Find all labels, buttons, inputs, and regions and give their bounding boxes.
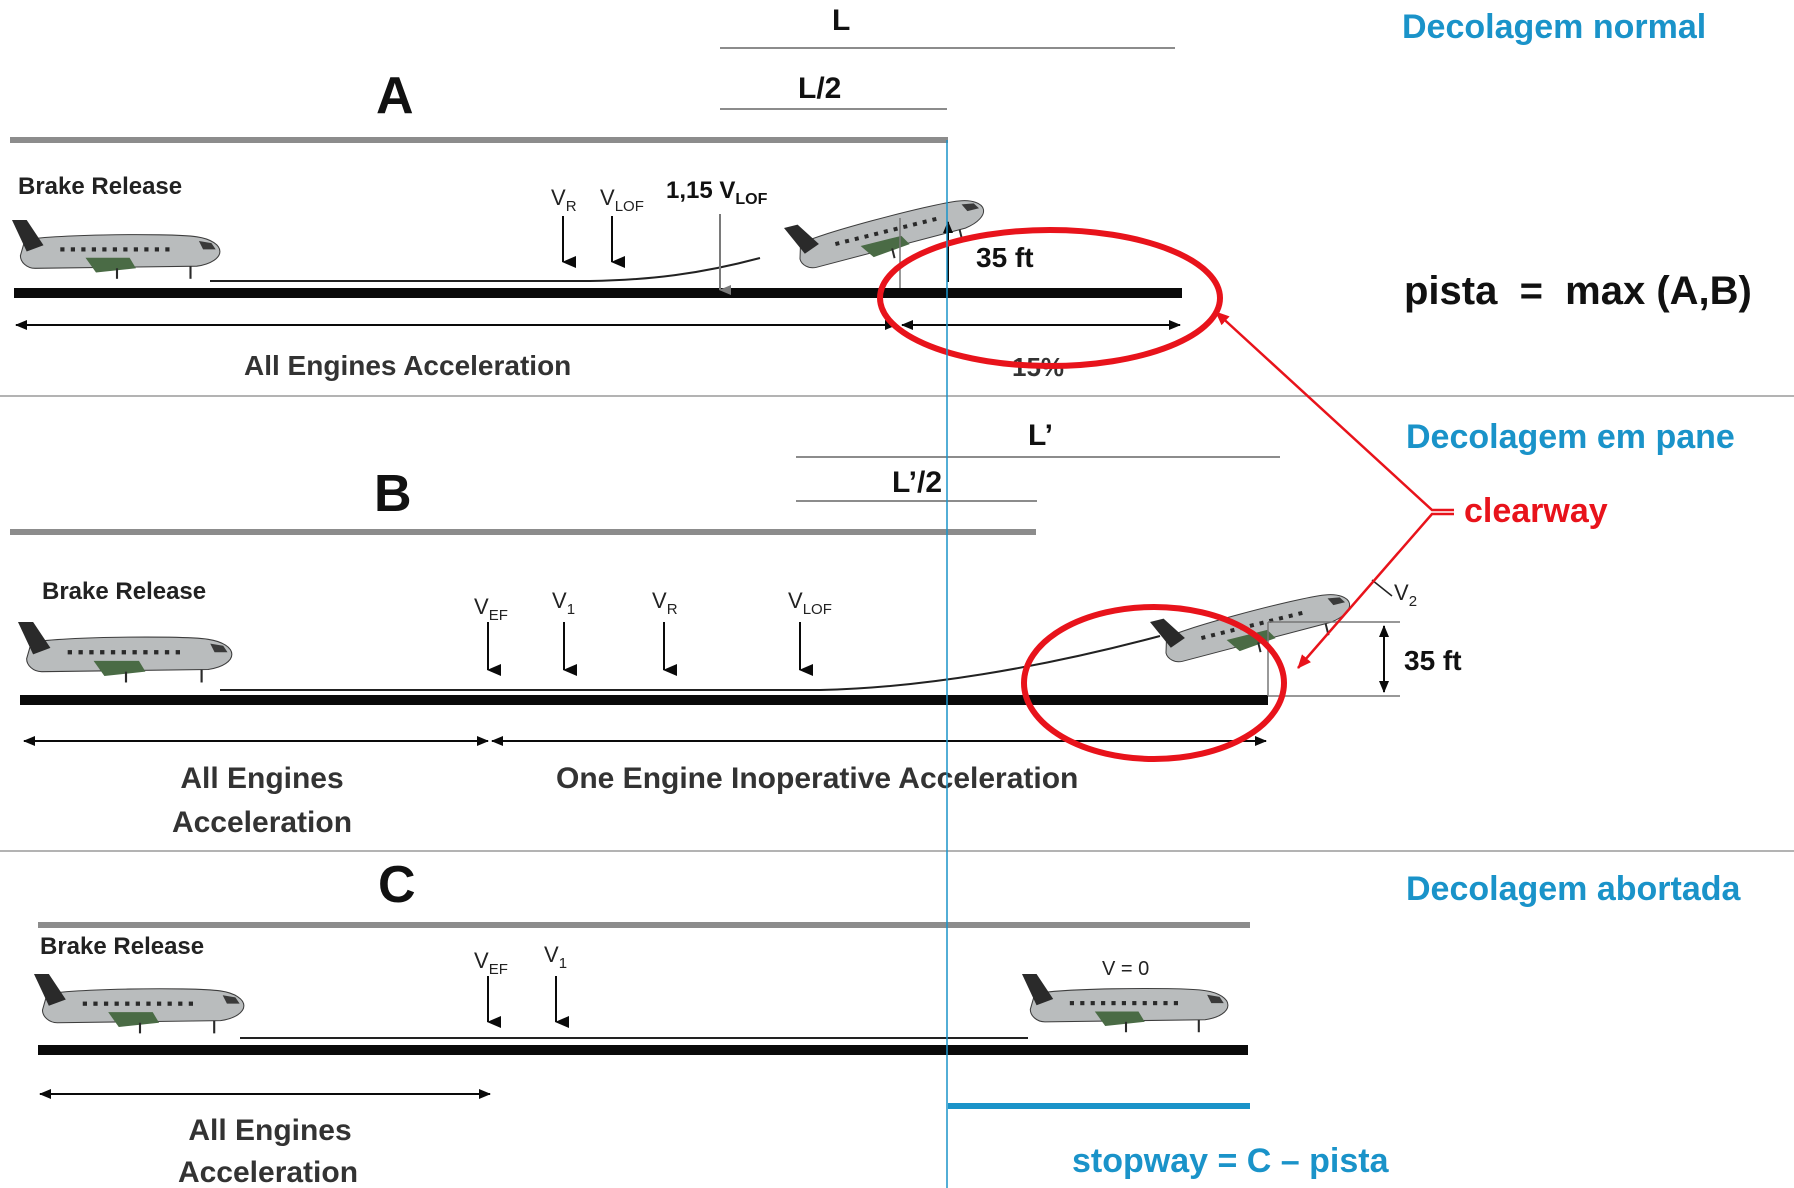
panel-a-letter: A [376,67,414,125]
b-liftoff-path [819,635,1161,691]
a-vr-label: VR [551,185,577,215]
legend: Decolagem normal pista = max (A,B) Decol… [1215,8,1752,908]
c-vef-label: VEF [474,948,508,978]
b-v2-leader [1371,579,1393,597]
b-v2-label: V2 [1394,580,1417,610]
b-brake-release-label: Brake Release [42,578,206,605]
panel-a: L L/2 A Brake Release VR VLOF 1,15 VLOF … [10,4,1223,382]
legend-normal-takeoff: Decolagem normal [1402,8,1706,46]
b-aircraft-climb-icon [1149,573,1357,678]
b-aircraft-start-icon [16,620,233,684]
a-clearway-ellipse [877,227,1223,369]
c-accel-label-line1: All Engines [188,1114,351,1147]
b-half-length-label: L’/2 [892,466,942,499]
panel-c: C Brake Release VEF V1 V = 0 All Engines… [32,856,1390,1188]
a-length-label: L [832,4,850,37]
stopway-label: stopway = C – pista [1072,1142,1390,1180]
clearway-label: clearway [1464,492,1608,530]
c-brake-release-label: Brake Release [40,933,204,960]
a-half-length-label: L/2 [798,72,841,105]
legend-aborted-takeoff: Decolagem abortada [1406,870,1742,908]
legend-engine-failure-takeoff: Decolagem em pane [1406,418,1735,456]
runway-formula: pista = max (A,B) [1404,269,1752,313]
b-vr-label: VR [652,588,678,618]
c-v0-label: V = 0 [1102,958,1149,980]
a-accel-label: All Engines Acceleration [244,350,571,381]
a-aircraft-climb-icon [783,179,991,284]
a-aircraft-start-icon [10,218,221,280]
c-aircraft-start-icon [32,972,245,1035]
b-clearway-ellipse [1021,604,1287,762]
clearway-pointer-a [1215,311,1454,512]
b-oei-label: One Engine Inoperative Acceleration [556,762,1078,795]
a-height-label: 35 ft [976,242,1034,273]
b-accel-label-line2: Acceleration [172,806,352,839]
c-v1-label: V1 [544,942,567,972]
b-height-label: 35 ft [1404,645,1462,676]
c-aircraft-stop-icon [1020,972,1229,1034]
panel-b-letter: B [374,465,412,523]
a-vlof-label: VLOF [600,185,644,215]
b-length-label: L’ [1028,419,1053,452]
panel-b: L’ L’/2 B Brake Release VEF V1 VR VLOF V… [10,419,1462,839]
a-liftoff-path [589,257,761,282]
a-vlof115-label: 1,15 VLOF [666,177,768,208]
b-vef-label: VEF [474,594,508,624]
b-accel-label-line1: All Engines [180,762,343,795]
clearway-pointer-b [1297,512,1454,669]
c-accel-label-line2: Acceleration [178,1156,358,1188]
a-brake-release-label: Brake Release [18,173,182,200]
b-vlof-label: VLOF [788,588,832,618]
panel-c-letter: C [378,856,416,914]
b-v1-label: V1 [552,588,575,618]
